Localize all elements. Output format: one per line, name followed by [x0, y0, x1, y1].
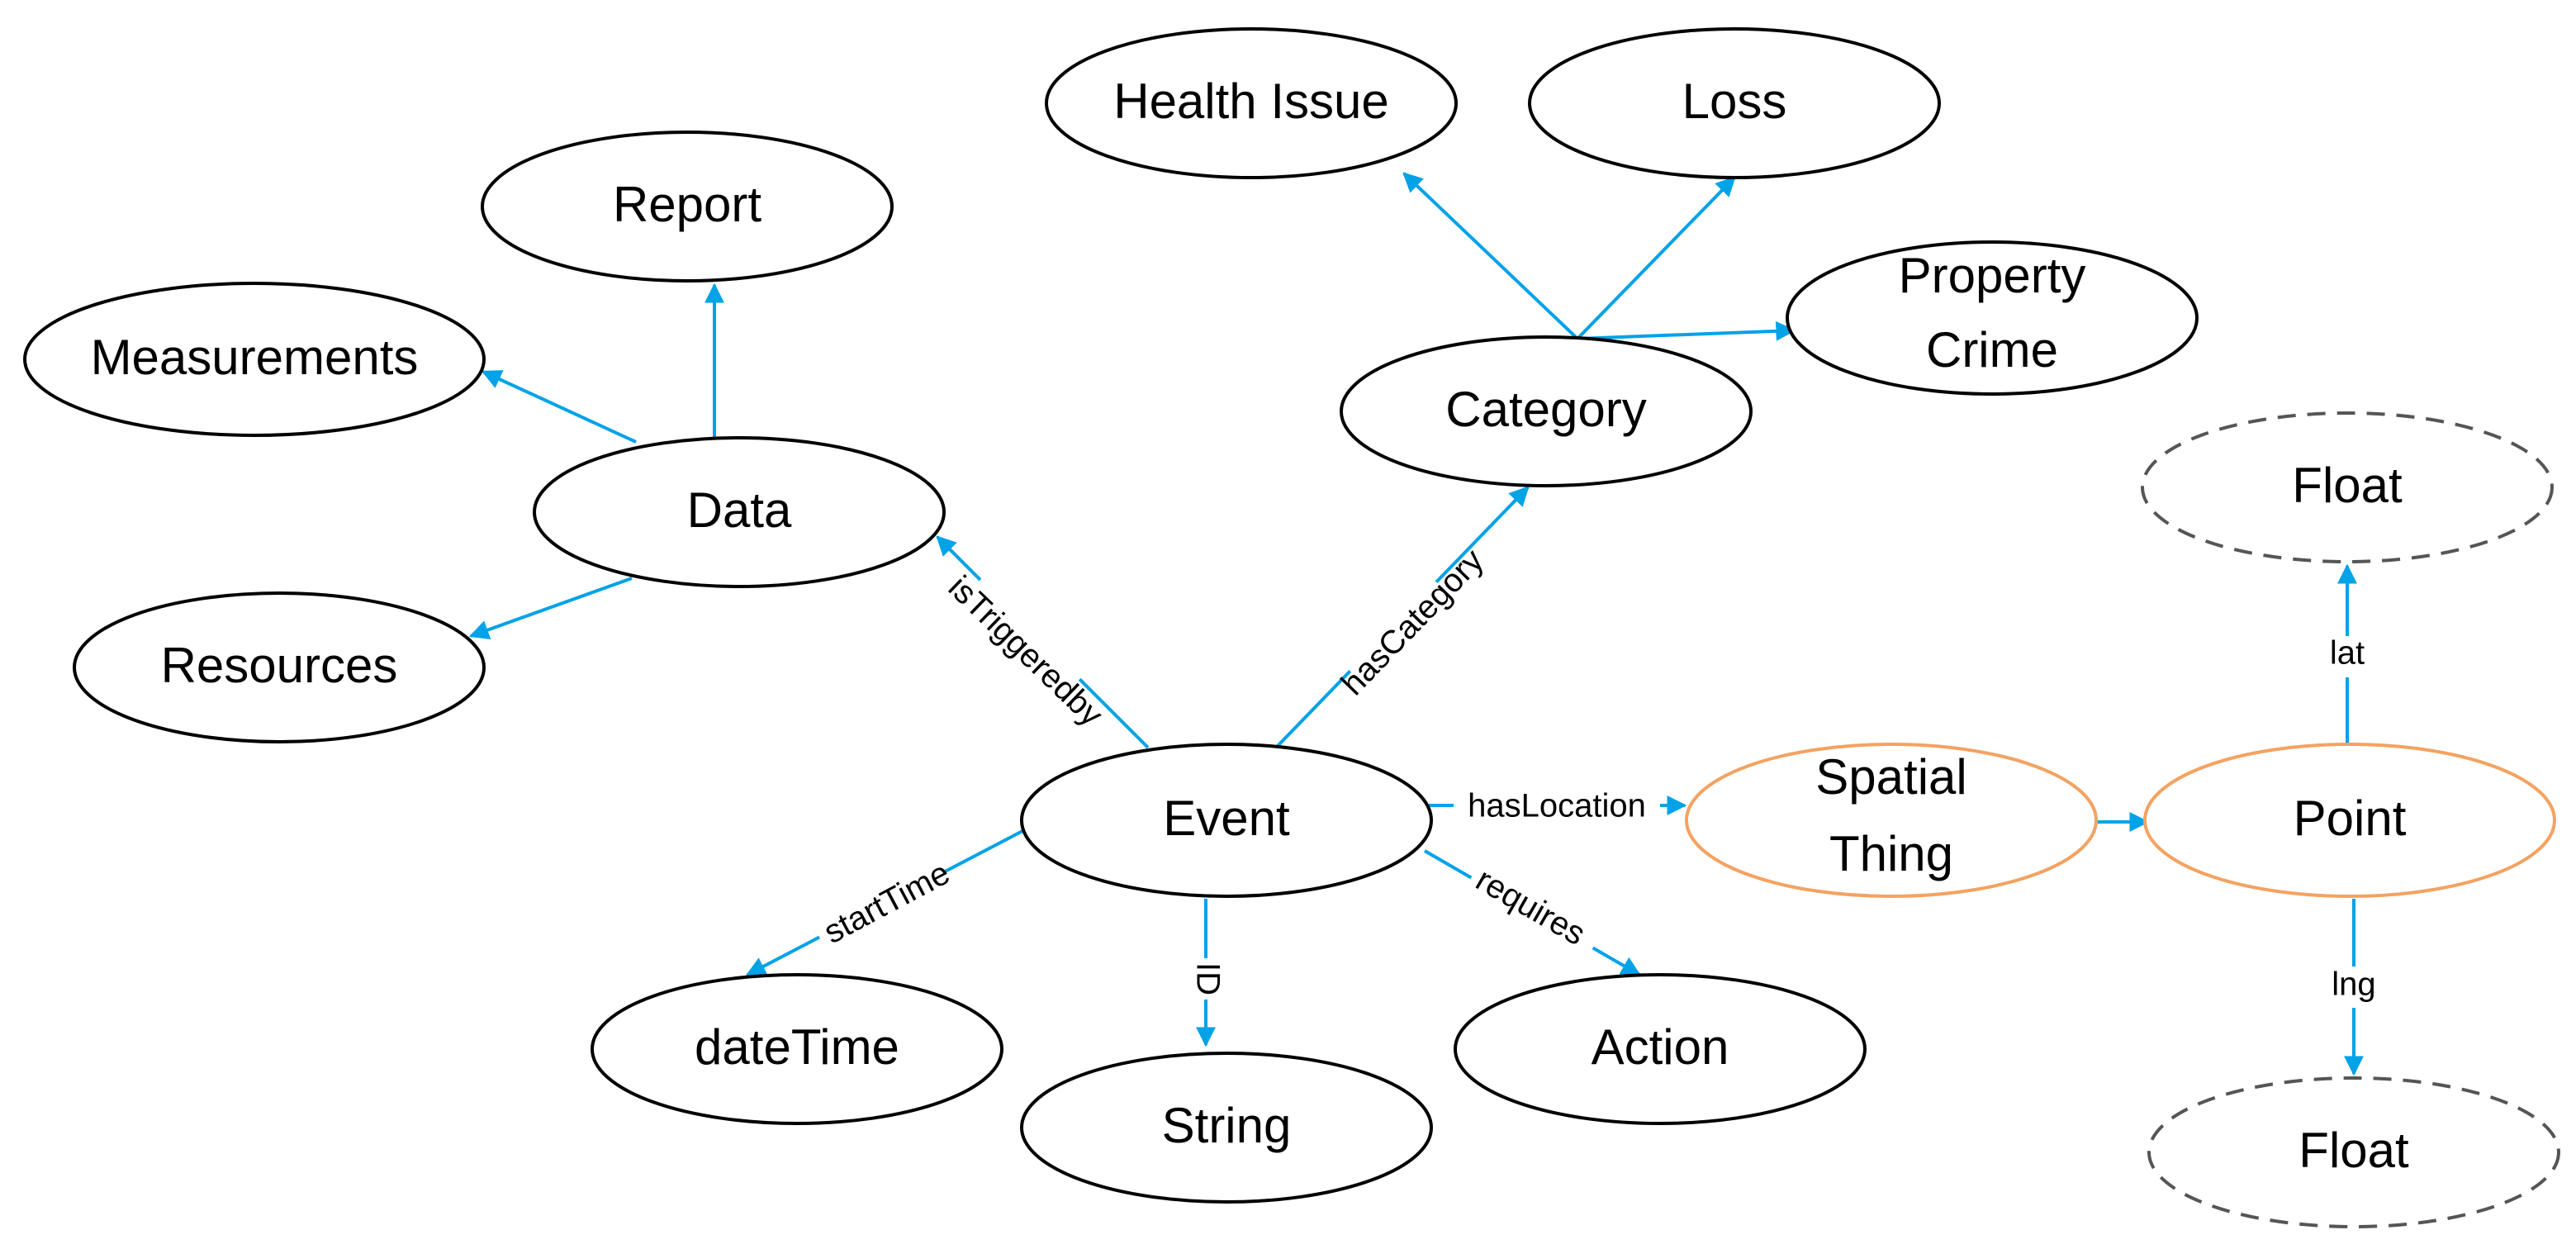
node-loss-label: Loss	[1682, 74, 1787, 129]
node-datetime: dateTime	[591, 973, 1003, 1125]
edge-label-id: ID	[1189, 962, 1226, 995]
node-report: Report	[481, 131, 894, 283]
node-data-label: Data	[687, 482, 792, 538]
edge-label-lat: lat	[2330, 635, 2365, 672]
node-loss: Loss	[1528, 27, 1941, 179]
node-health-issue: Health Issue	[1045, 27, 1458, 179]
node-float-top-label: Float	[2292, 458, 2403, 513]
node-action-label: Action	[1592, 1019, 1729, 1075]
node-resources: Resources	[73, 591, 486, 743]
node-property-crime-label-line2: Crime	[1926, 322, 2058, 378]
node-string: String	[1020, 1052, 1433, 1204]
node-measurements: Measurements	[23, 282, 486, 437]
edge-category-property-crime	[1577, 321, 1796, 341]
node-spatial-thing-label-line2: Thing	[1829, 826, 1953, 881]
node-float-bottom: Float	[2147, 1076, 2560, 1228]
node-action: Action	[1454, 973, 1867, 1125]
edge-label-lng: lng	[2332, 966, 2375, 1003]
edge-category-loss	[1576, 176, 1736, 340]
node-float-top: Float	[2141, 411, 2554, 563]
node-point-label: Point	[2294, 791, 2407, 846]
edge-category-health-issue	[1402, 172, 1579, 340]
node-point: Point	[2143, 743, 2556, 898]
node-category: Category	[1340, 335, 1753, 487]
node-spatial-thing-label-line1: Spatial	[1815, 749, 1966, 805]
node-float-bottom-label: Float	[2298, 1123, 2409, 1178]
node-health-issue-label: Health Issue	[1113, 74, 1389, 129]
edge-data-resources	[468, 577, 633, 639]
node-event-label: Event	[1163, 791, 1290, 846]
node-spatial-thing: Spatial Thing	[1685, 743, 2098, 898]
node-category-label: Category	[1445, 382, 1646, 437]
node-datetime-label: dateTime	[695, 1019, 899, 1075]
edge-data-measurements	[481, 370, 637, 444]
node-measurements-label: Measurements	[91, 330, 419, 385]
node-property-crime-label-line1: Property	[1899, 248, 2086, 303]
node-string-label: String	[1162, 1098, 1292, 1153]
node-resources-label: Resources	[161, 638, 398, 693]
edge-labels: isTriggeredby hasCategory hasLocation st…	[806, 542, 2385, 1008]
node-event: Event	[1020, 743, 1433, 898]
node-report-label: Report	[613, 177, 761, 232]
node-data: Data	[533, 436, 946, 588]
edge-label-has-location: hasLocation	[1468, 788, 1646, 824]
nodes: Health Issue Loss Report Property Crime …	[23, 27, 2560, 1228]
node-property-crime: Property Crime	[1786, 240, 2199, 396]
